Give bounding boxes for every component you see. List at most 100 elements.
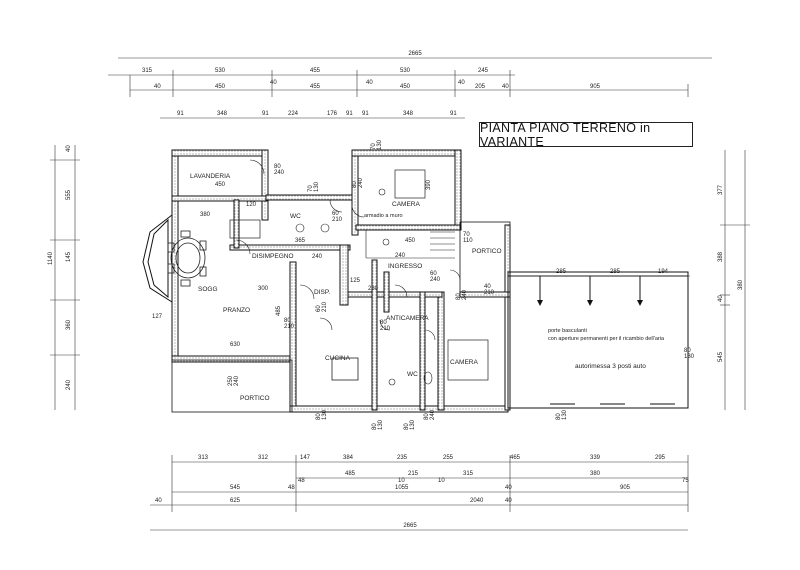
top-dimension-lines	[108, 57, 712, 119]
svg-text:365: 365	[295, 238, 306, 244]
svg-text:145: 145	[66, 251, 72, 262]
garage-dimensions: 285 285 194	[510, 269, 690, 277]
svg-text:388: 388	[718, 251, 724, 262]
dim-top-total: 2665	[408, 51, 422, 57]
svg-text:75: 75	[682, 478, 689, 484]
svg-text:215: 215	[408, 471, 419, 477]
svg-text:2040: 2040	[470, 498, 484, 504]
svg-text:80130: 80130	[316, 409, 328, 420]
svg-text:176: 176	[327, 111, 338, 117]
svg-text:630: 630	[230, 342, 241, 348]
svg-text:40: 40	[366, 80, 373, 86]
door-swings	[235, 159, 461, 341]
svg-text:40: 40	[66, 145, 72, 152]
room-camera-bottom: CAMERA	[450, 359, 478, 366]
dim-top-row2: 315 530 455 530 245	[142, 68, 489, 74]
svg-text:40: 40	[154, 84, 161, 90]
dim-right: 377 388 380 40 545	[718, 184, 744, 362]
room-portico-right: PORTICO	[472, 248, 502, 255]
svg-text:300: 300	[258, 286, 269, 292]
beds	[229, 169, 489, 381]
svg-text:40: 40	[505, 485, 512, 491]
svg-text:48: 48	[288, 485, 295, 491]
svg-text:545: 545	[718, 351, 724, 362]
svg-text:450: 450	[215, 84, 226, 90]
dim-top-row3: 40 450 40 455 40 450 40 205 40 905	[154, 80, 601, 90]
room-autorimessa: autorimessa 3 posti auto	[575, 363, 646, 370]
svg-text:390: 390	[426, 179, 432, 190]
svg-text:91: 91	[346, 111, 353, 117]
room-disimpegno: DISIMPEGNO	[252, 253, 294, 260]
note-porte-basculanti: porte basculanti	[548, 328, 587, 334]
svg-text:1140: 1140	[48, 251, 54, 265]
svg-text:40: 40	[502, 84, 509, 90]
svg-text:91: 91	[450, 111, 457, 117]
room-wc-top: WC	[290, 213, 301, 220]
svg-text:91: 91	[177, 111, 184, 117]
svg-text:224: 224	[288, 111, 299, 117]
svg-text:450: 450	[405, 238, 416, 244]
svg-text:80130: 80130	[404, 419, 416, 430]
svg-text:147: 147	[300, 455, 311, 461]
inner-dimensions: 450 120 365 380 630 485 300 127 450 240 …	[152, 179, 432, 348]
room-cucina: CUCINA	[325, 355, 351, 362]
svg-text:380: 380	[590, 471, 601, 477]
svg-text:250240: 250240	[228, 375, 240, 386]
svg-text:255: 255	[443, 455, 454, 461]
svg-text:465: 465	[510, 455, 521, 461]
svg-text:10: 10	[438, 478, 445, 484]
svg-text:125: 125	[350, 278, 361, 284]
dining-table	[167, 230, 207, 287]
svg-text:240: 240	[395, 253, 406, 259]
svg-text:530: 530	[215, 68, 226, 74]
dim-bottom-row1: 313 312 147 384 235 255 465 339 295	[198, 455, 666, 461]
garage-arrows	[537, 300, 643, 306]
kitchen-table	[331, 357, 359, 381]
room-wc-bottom: WC	[407, 371, 418, 378]
svg-text:91: 91	[262, 111, 269, 117]
note-aperture: con aperture permanenti per il ricambio …	[548, 336, 665, 342]
svg-text:205: 205	[475, 84, 486, 90]
svg-text:384: 384	[343, 455, 354, 461]
dim-bottom-row2: 48 485 10 215 10 315 380 75	[298, 471, 689, 484]
svg-text:40: 40	[718, 295, 724, 302]
svg-text:235: 235	[397, 455, 408, 461]
svg-text:485: 485	[345, 471, 356, 477]
portico-lines	[171, 221, 511, 413]
svg-text:485: 485	[276, 305, 282, 316]
svg-text:245: 245	[478, 68, 489, 74]
svg-text:70130: 70130	[371, 139, 383, 150]
svg-text:905: 905	[620, 485, 631, 491]
svg-text:80130: 80130	[684, 348, 695, 360]
room-disp: DISP.	[314, 289, 330, 296]
svg-text:48: 48	[298, 478, 305, 484]
room-camera-top: CAMERA	[392, 201, 420, 208]
svg-text:285: 285	[610, 269, 621, 275]
bay-window	[142, 213, 173, 303]
stairs	[365, 230, 455, 259]
svg-text:40: 40	[270, 80, 277, 86]
svg-text:312: 312	[258, 455, 269, 461]
svg-text:240: 240	[66, 379, 72, 390]
svg-text:315: 315	[463, 471, 474, 477]
walls	[171, 149, 511, 413]
svg-text:625: 625	[230, 498, 241, 504]
svg-text:127: 127	[152, 314, 163, 320]
room-pranzo: PRANZO	[223, 307, 250, 314]
room-lavanderia: LAVANDERIA	[190, 173, 231, 180]
svg-text:530: 530	[400, 68, 411, 74]
svg-text:545: 545	[230, 485, 241, 491]
svg-text:120: 120	[246, 202, 257, 208]
room-ingresso: INGRESSO	[388, 263, 422, 270]
dim-left: 40 555 145 1140 360 240	[48, 145, 72, 390]
svg-text:80240: 80240	[456, 289, 468, 300]
dim-bottom-row4: 40 625 2040 40	[155, 498, 512, 504]
svg-text:360: 360	[66, 319, 72, 330]
right-dimension-lines	[720, 150, 750, 410]
svg-text:80240: 80240	[424, 409, 436, 420]
